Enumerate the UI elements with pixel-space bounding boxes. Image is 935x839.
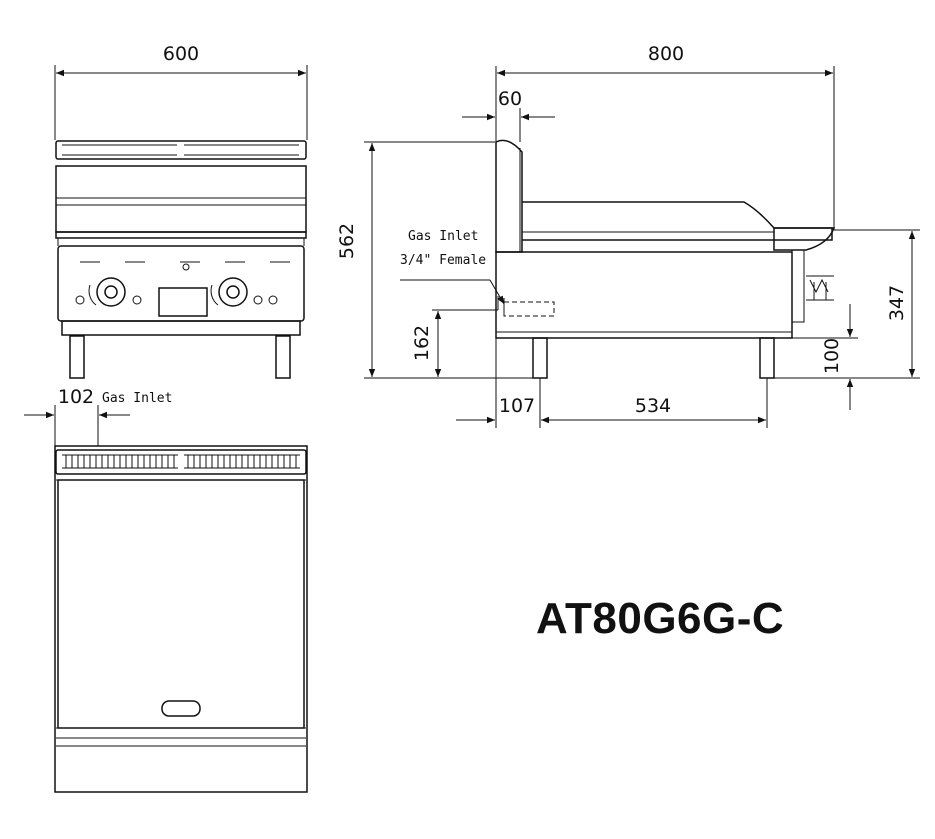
side-body: [495, 251, 793, 339]
side-depth-label: 800: [648, 43, 684, 65]
knob-right: [210, 277, 248, 307]
front-grease-drawer: [158, 287, 208, 317]
side-height-label: 562: [336, 223, 358, 259]
top-view: [24, 405, 308, 793]
side-leg-rear: [532, 337, 548, 379]
side-body-height-label: 347: [886, 285, 908, 321]
side-gas-inlet-pipe: [400, 279, 555, 317]
side-inlet-label-line1: Gas Inlet: [408, 229, 478, 244]
top-griddle-plate: [57, 479, 305, 729]
top-inlet-offset-label: 102: [58, 386, 94, 408]
top-drain-slot: [161, 700, 201, 717]
top-vent-slots: [62, 454, 300, 469]
side-leg-offset-label: 107: [499, 395, 535, 417]
side-splash-label: 60: [498, 88, 522, 110]
front-view: [54, 65, 308, 379]
front-leg-right: [275, 335, 291, 379]
model-number: AT80G6G-C: [536, 594, 785, 643]
side-leg-span-label: 534: [635, 395, 671, 417]
front-vent-slots: [62, 144, 299, 156]
front-control-panel: [57, 245, 305, 322]
front-width-label: 600: [163, 43, 199, 65]
side-splash-back: [495, 139, 523, 253]
side-valve: [791, 249, 834, 323]
side-view: [364, 66, 920, 428]
front-leg-left: [69, 335, 85, 379]
side-inlet-label-line2: 3/4" Female: [400, 253, 486, 268]
top-inlet-label: Gas Inlet: [102, 391, 172, 406]
side-leg-height-label: 100: [821, 338, 843, 374]
side-leg-front: [759, 337, 775, 379]
top-body-outline: [54, 445, 308, 793]
side-inlet-height-label: 162: [411, 325, 433, 361]
knob-left: [88, 277, 126, 307]
